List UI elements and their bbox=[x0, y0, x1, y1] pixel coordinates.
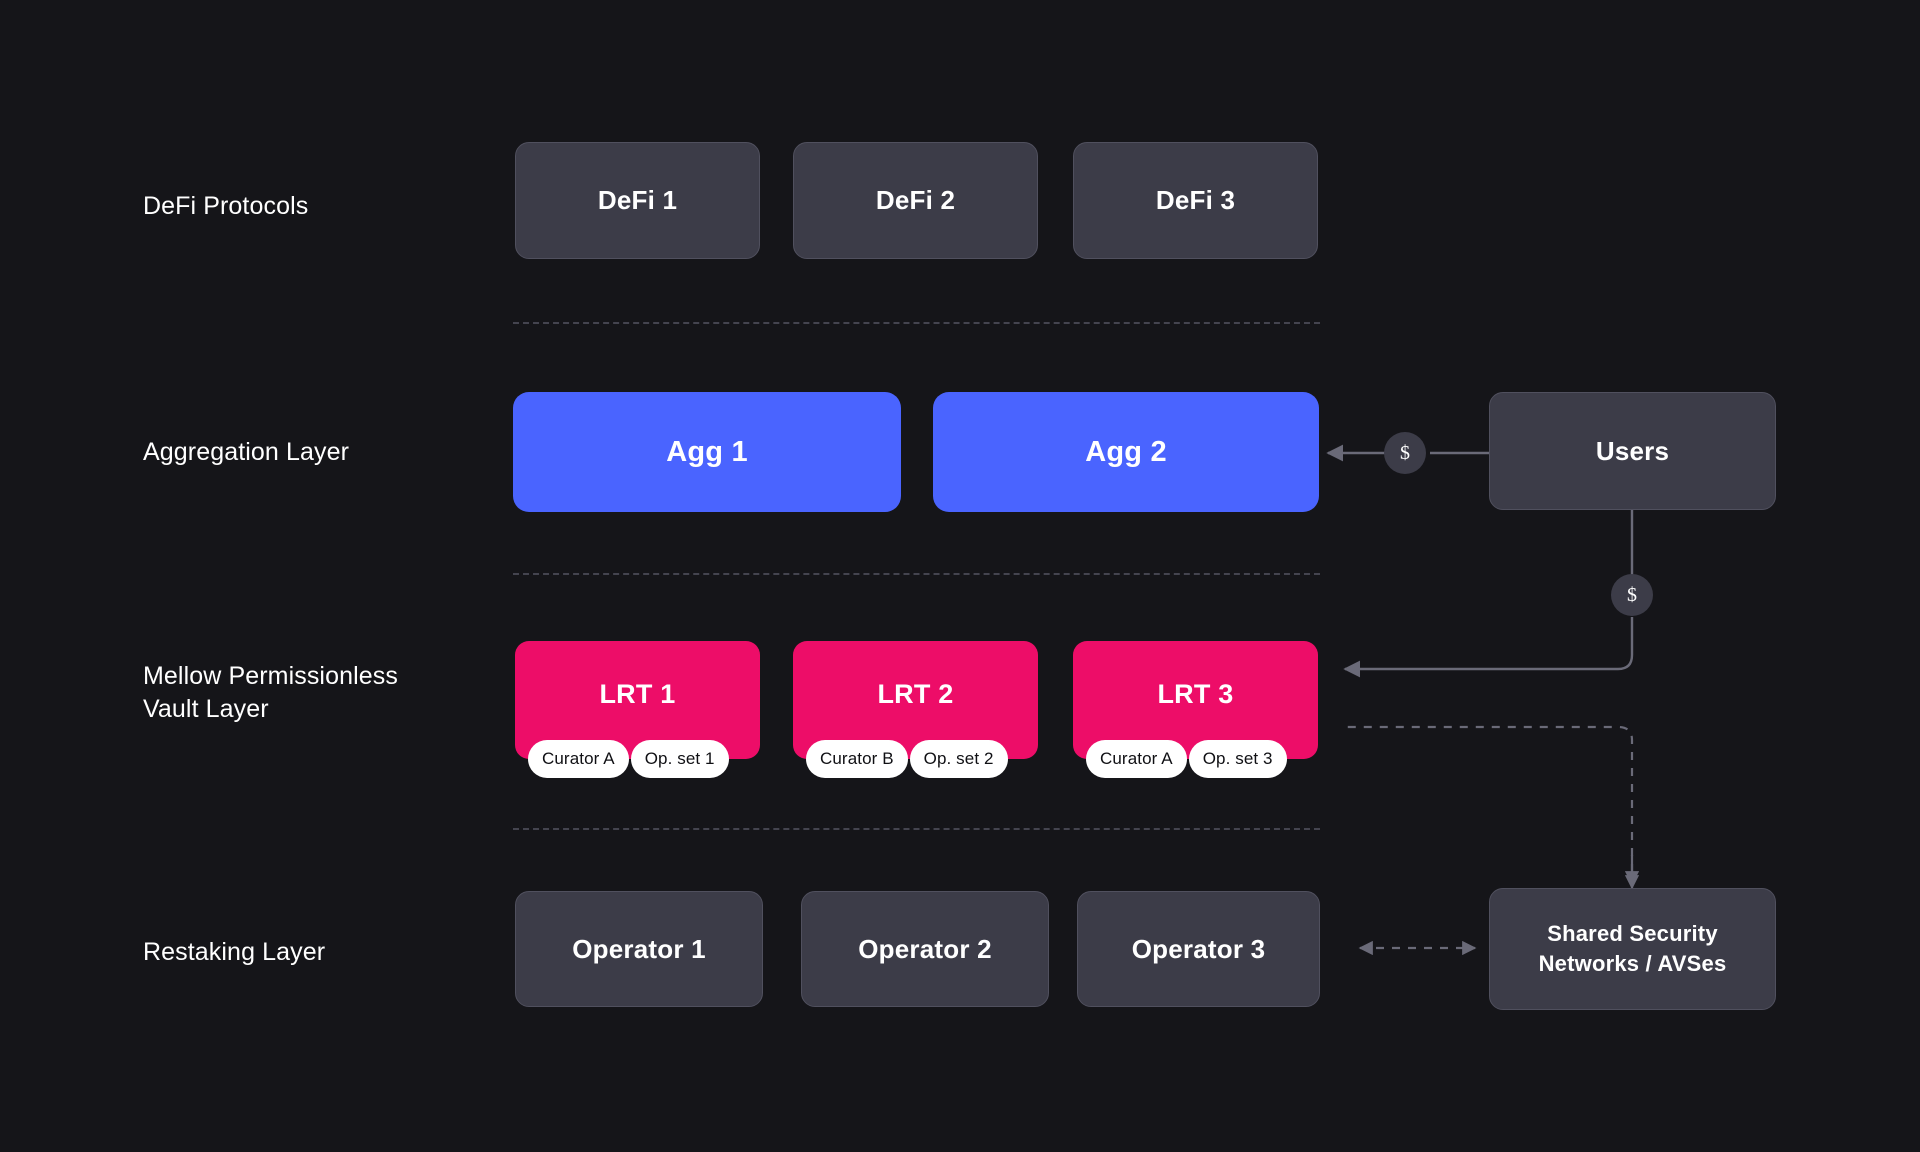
connector-users-to-lrt3 bbox=[1343, 510, 1634, 678]
node-operator-2[interactable]: Operator 2 bbox=[801, 891, 1049, 1007]
node-lrt-1[interactable]: LRT 1 bbox=[515, 641, 760, 759]
node-operator-3[interactable]: Operator 3 bbox=[1077, 891, 1320, 1007]
pill-opset-lrt-1[interactable]: Op. set 1 bbox=[630, 740, 729, 778]
node-users[interactable]: Users bbox=[1489, 392, 1776, 510]
connector-sss-to-lrt3 bbox=[1345, 725, 1640, 890]
dollar-badge-users-to-vault: $ bbox=[1611, 574, 1653, 616]
node-agg-2[interactable]: Agg 2 bbox=[933, 392, 1319, 512]
node-operator-1[interactable]: Operator 1 bbox=[515, 891, 763, 1007]
dollar-badge-users-to-agg: $ bbox=[1384, 432, 1426, 474]
pill-opset-lrt-2[interactable]: Op. set 2 bbox=[909, 740, 1008, 778]
row-label-restaking-layer: Restaking Layer bbox=[143, 938, 326, 966]
pill-curator-lrt-3[interactable]: Curator A bbox=[1086, 740, 1187, 778]
pill-row-lrt-3: Curator A Op. set 3 bbox=[1086, 740, 1287, 778]
pill-opset-lrt-3[interactable]: Op. set 3 bbox=[1188, 740, 1287, 778]
node-defi-1[interactable]: DeFi 1 bbox=[515, 142, 760, 259]
row-label-defi-protocols: DeFi Protocols bbox=[143, 192, 309, 220]
divider-vault-restaking bbox=[513, 828, 1320, 830]
pill-curator-lrt-2[interactable]: Curator B bbox=[806, 740, 908, 778]
node-defi-3[interactable]: DeFi 3 bbox=[1073, 142, 1318, 259]
divider-aggregation-vault bbox=[513, 573, 1320, 575]
pill-row-lrt-2: Curator B Op. set 2 bbox=[806, 740, 1008, 778]
node-lrt-2[interactable]: LRT 2 bbox=[793, 641, 1038, 759]
node-defi-2[interactable]: DeFi 2 bbox=[793, 142, 1038, 259]
divider-defi-aggregation bbox=[513, 322, 1320, 324]
node-lrt-3[interactable]: LRT 3 bbox=[1073, 641, 1318, 759]
pill-row-lrt-1: Curator A Op. set 1 bbox=[528, 740, 729, 778]
node-agg-1[interactable]: Agg 1 bbox=[513, 392, 901, 512]
row-label-aggregation-layer: Aggregation Layer bbox=[143, 438, 350, 466]
row-label-vault-layer: Mellow Permissionless Vault Layer bbox=[143, 662, 398, 723]
pill-curator-lrt-1[interactable]: Curator A bbox=[528, 740, 629, 778]
node-shared-security-networks[interactable]: Shared Security Networks / AVSes bbox=[1489, 888, 1776, 1010]
